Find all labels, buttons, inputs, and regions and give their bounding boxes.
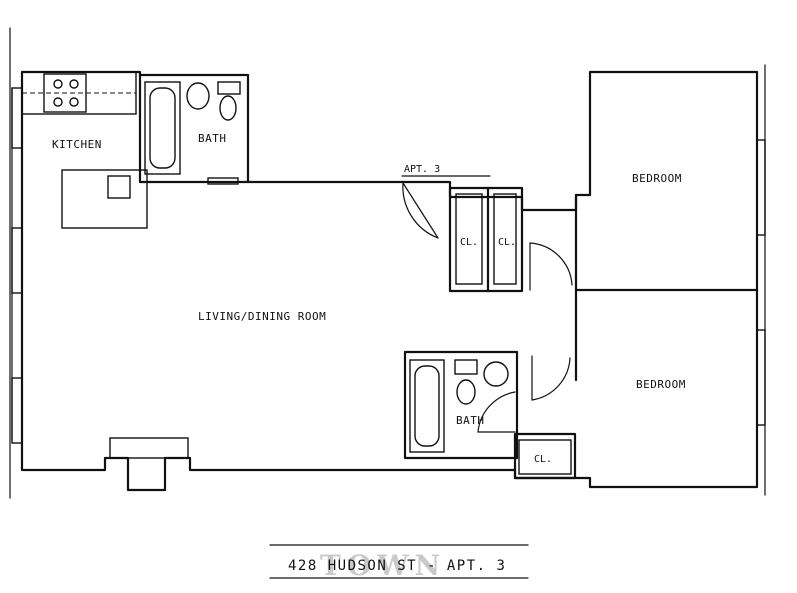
bath-2-label: BATH [456, 414, 485, 427]
watermark-text: TOWN [320, 549, 446, 582]
bath-1-fixtures [138, 73, 250, 185]
bedroom-1-label: BEDROOM [632, 172, 682, 185]
windows-right [756, 139, 766, 426]
hall-doors [529, 193, 759, 401]
windows-left [11, 87, 23, 444]
kitchen-label: KITCHEN [52, 138, 102, 151]
closet-2-label: CL. [498, 237, 516, 248]
bath-2-fixtures [403, 350, 519, 460]
closet-bottom [513, 432, 577, 480]
bath-1-label: BATH [198, 132, 227, 145]
exterior-walls [9, 27, 766, 499]
unit-label: APT. 3 [404, 164, 440, 175]
closet-3-label: CL. [534, 454, 552, 465]
kitchen-counter [21, 71, 148, 229]
closets-top [448, 186, 524, 293]
living-room-label: LIVING/DINING ROOM [198, 310, 326, 323]
bedroom-2-label: BEDROOM [636, 378, 686, 391]
fireplace [109, 437, 189, 459]
plan-caption: 428 HUDSON ST - APT. 3 [288, 558, 506, 574]
entry-door [401, 175, 491, 239]
closet-1-label: CL. [460, 237, 478, 248]
